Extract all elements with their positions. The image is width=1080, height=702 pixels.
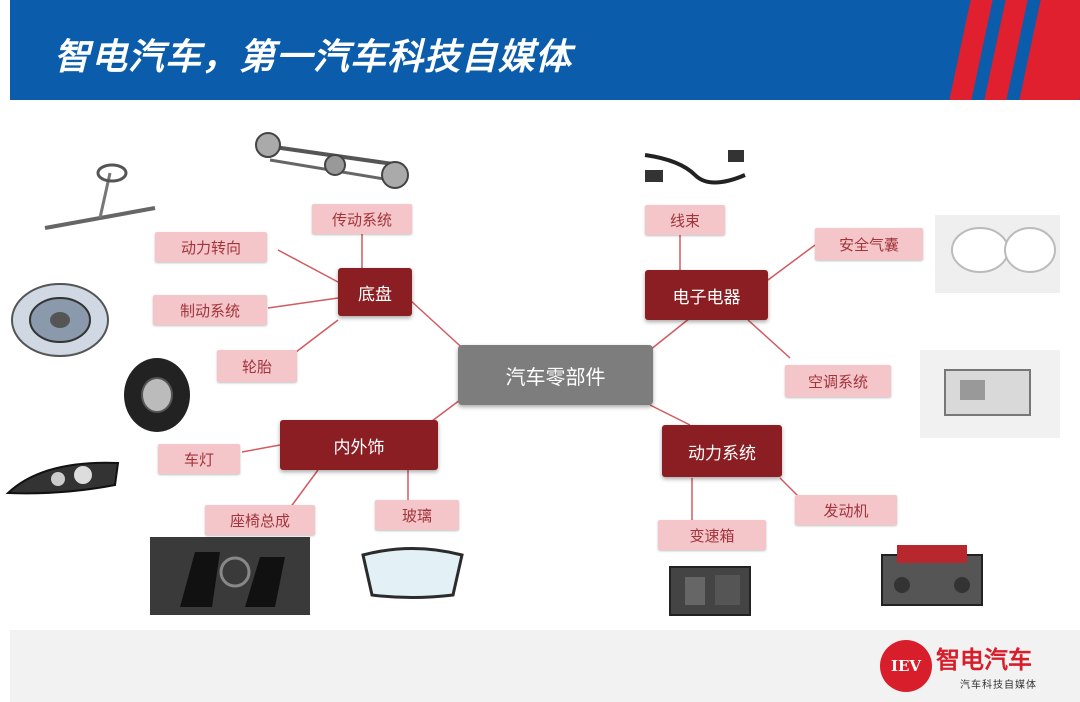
leaf-glass: 玻璃: [375, 500, 459, 530]
leaf-seat-assembly: 座椅总成: [205, 505, 315, 535]
leaf-ac-system: 空调系统: [785, 365, 891, 397]
car-seat-image: [150, 537, 310, 615]
page-title: 智电汽车，第一汽车科技自媒体: [54, 37, 573, 78]
wire-harness-image: [644, 150, 746, 185]
windshield-glass-image: [361, 547, 464, 599]
footer: IEV 智电汽车 汽车科技自媒体: [10, 630, 1080, 702]
gearbox-image: [669, 566, 751, 616]
category-interior-exterior: 内外饰: [280, 420, 438, 470]
chassis-frame-image: [255, 132, 409, 189]
connector-lines: [241, 230, 816, 520]
leaf-wire-harness: 线束: [645, 205, 725, 235]
leaf-power-steering: 动力转向: [155, 232, 267, 262]
airbag-image: [935, 215, 1060, 293]
leaf-car-light: 车灯: [158, 444, 240, 474]
logo-subtitle: 汽车科技自媒体: [960, 680, 1037, 691]
mind-map: 汽车零部件 底盘 电子电器 内外饰 动力系统 传动系统 动力转向 制动系统 轮胎…: [0, 100, 1080, 630]
header-stripe-3: [1019, 0, 1080, 100]
category-chassis: 底盘: [338, 268, 412, 316]
logo-mark: IEV: [880, 640, 932, 692]
center-node: 汽车零部件: [458, 345, 653, 405]
leaf-tire: 轮胎: [217, 350, 297, 382]
header-stripe-1: [949, 0, 993, 100]
leaf-transmission-system: 传动系统: [312, 204, 412, 234]
header-banner: 智电汽车，第一汽车科技自媒体: [10, 0, 1080, 100]
header-stripe-2: [984, 0, 1028, 100]
tire-image: [124, 358, 190, 432]
logo-name: 智电汽车: [936, 646, 1032, 674]
leaf-gearbox: 变速箱: [658, 520, 766, 550]
engine-image: [881, 545, 983, 606]
steering-rack-image: [44, 163, 156, 230]
leaf-airbag: 安全气囊: [815, 228, 923, 260]
leaf-brake-system: 制动系统: [153, 295, 267, 325]
ac-unit-image: [920, 350, 1060, 438]
brake-disc-image: [11, 283, 109, 357]
leaf-engine: 发动机: [795, 495, 897, 525]
category-powertrain: 动力系统: [662, 425, 782, 477]
category-electrical: 电子电器: [645, 270, 768, 320]
headlight-image: [5, 461, 120, 495]
